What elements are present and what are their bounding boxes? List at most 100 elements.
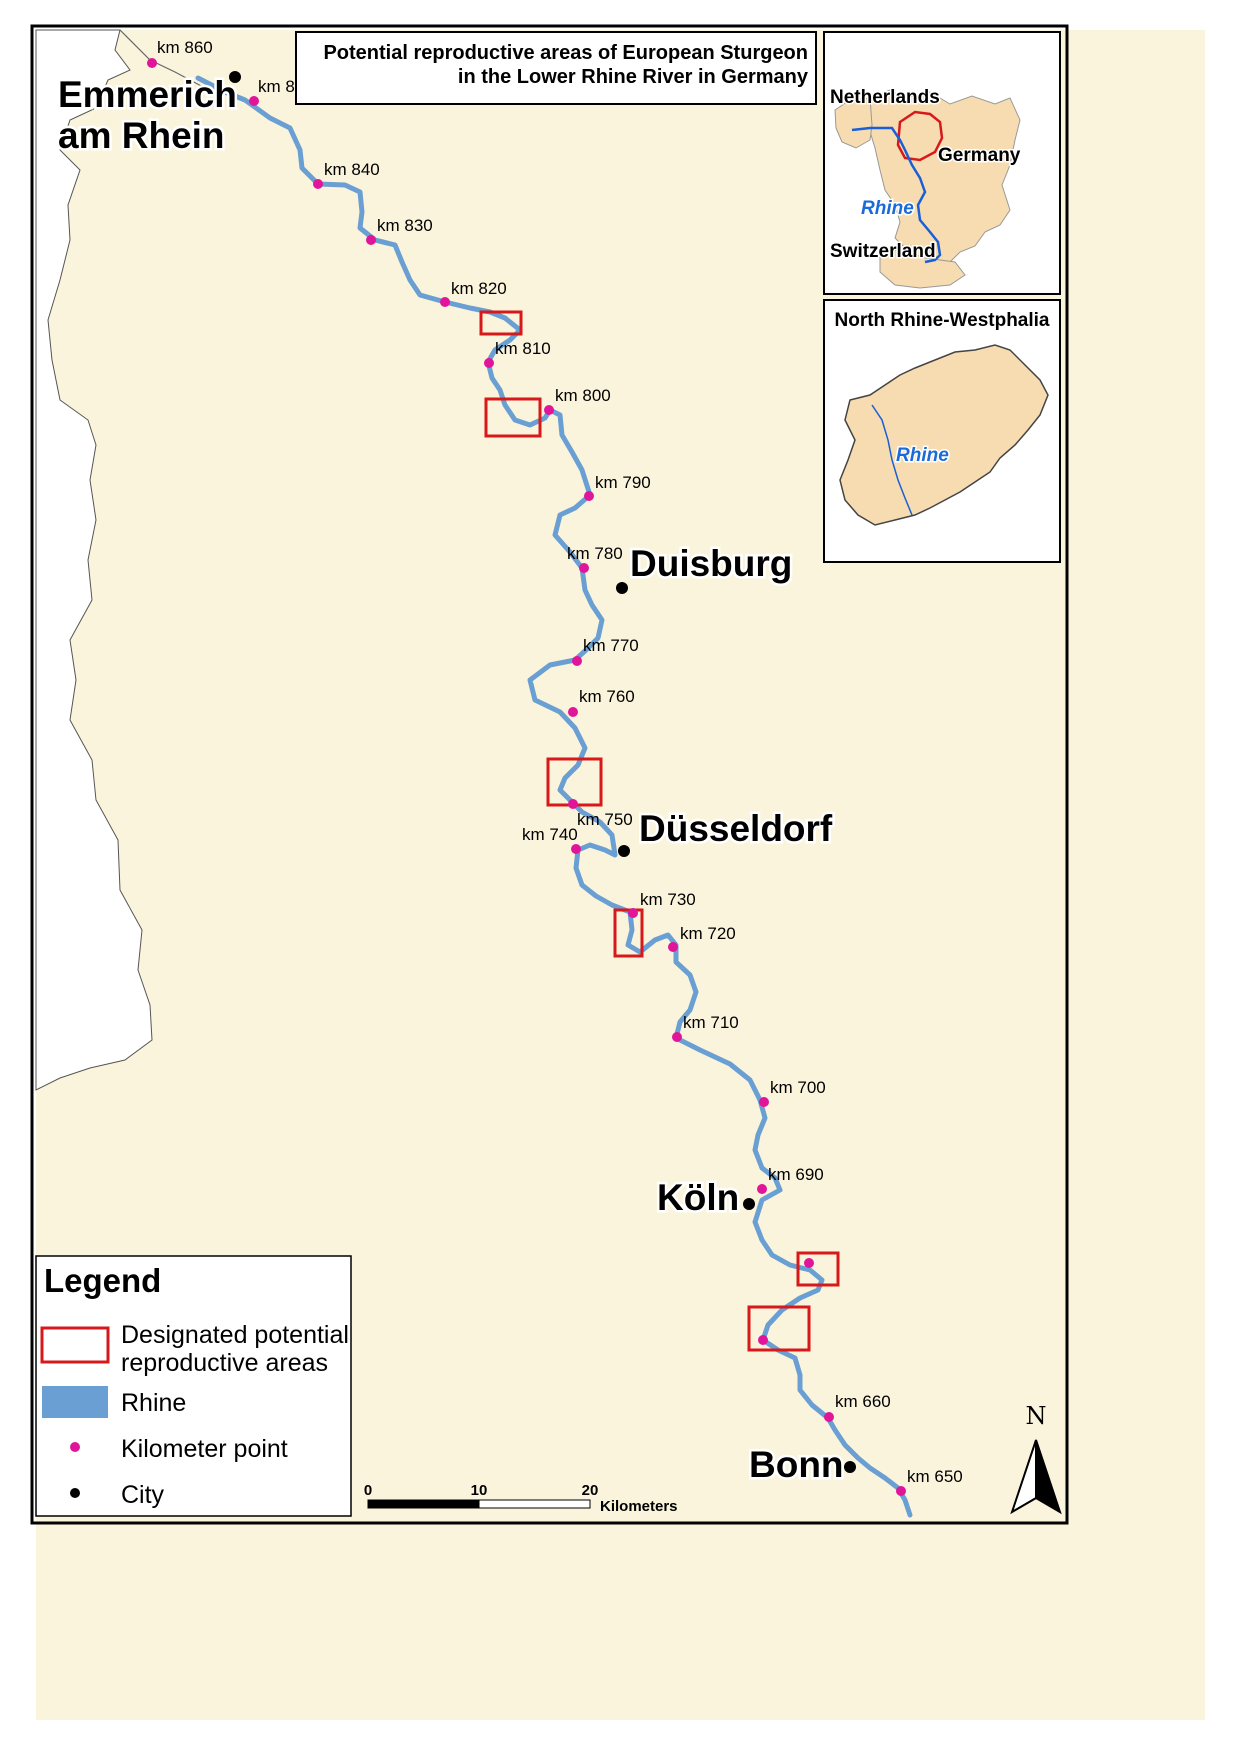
km-point: [579, 563, 589, 573]
km-point: [313, 179, 323, 189]
km-label-840: km 840: [324, 160, 380, 179]
city-dot-koeln: [743, 1198, 755, 1210]
km-label-780: km 780: [567, 544, 623, 563]
city-dot-bonn: [844, 1461, 856, 1473]
scale-tick-20: 20: [582, 1482, 599, 1499]
legend-symbol-rhine: [42, 1386, 108, 1418]
city-dot-duisburg: [616, 582, 628, 594]
rhine-stroke: [195, 75, 913, 1518]
cities: Emmerich am Rhein Duisburg Düsseldorf Kö…: [56, 71, 856, 1488]
km-point: [568, 707, 578, 717]
legend-symbol-repro: [40, 1326, 110, 1364]
km-point: [571, 844, 581, 854]
legend-label-repro-line2: reproductive areas: [121, 1349, 328, 1377]
km-label-860: km 860: [157, 38, 213, 57]
inset-germany: Netherlands Germany Rhine Switzerland: [823, 31, 1061, 295]
km-labels: km 860 km 8 km 840 km 830 km 820 km 810 …: [157, 38, 963, 1486]
label-germany: Germany: [938, 145, 1021, 166]
map-frame: [30, 24, 1069, 1525]
legend-label-rhine: Rhine: [121, 1389, 186, 1417]
km-label-850: km 8: [258, 77, 295, 96]
city-label-emmerich-line2: am Rhein: [58, 115, 225, 156]
km-point: [896, 1486, 906, 1496]
inset-nrw: North Rhine-Westphalia Rhine: [823, 299, 1061, 563]
legend-title: Legend: [44, 1262, 161, 1299]
scale-bar: 0 10 20 Kilometers: [364, 1482, 678, 1515]
rhine-inset-nrw: [871, 404, 913, 516]
km-label-730: km 730: [640, 890, 696, 909]
km-point: [584, 491, 594, 501]
scale-tick-10: 10: [471, 1482, 488, 1499]
label-netherlands: Netherlands: [830, 87, 940, 108]
km-label-810: km 810: [495, 339, 551, 358]
legend-label-repro: Designated potential: [121, 1321, 349, 1349]
repro-area-6: [747, 1305, 811, 1352]
km-point: [628, 908, 638, 918]
legend: Legend Designated potential reproductive…: [35, 1255, 352, 1517]
city-dot-emmerich: [229, 71, 241, 83]
city-label-emmerich: Emmerich: [58, 74, 237, 115]
km-point: [249, 96, 259, 106]
map-title-box: Potential reproductive areas of European…: [295, 31, 817, 105]
km-point: [824, 1412, 834, 1422]
city-label-duesseldorf: Düsseldorf: [639, 808, 833, 849]
km-label-820: km 820: [451, 279, 507, 298]
km-point: [804, 1258, 814, 1268]
km-label-700: km 700: [770, 1078, 826, 1097]
repro-area-2: [484, 397, 542, 438]
switzerland-outline: [879, 249, 966, 289]
north-label: N: [1026, 1402, 1047, 1430]
nrw-outline: [839, 344, 1049, 526]
km-label-830: km 830: [377, 216, 433, 235]
legend-symbol-city: [70, 1488, 80, 1498]
rhine-inset-germany: [851, 126, 942, 264]
km-point: [544, 405, 554, 415]
km-point: [440, 297, 450, 307]
km-point: [672, 1032, 682, 1042]
legend-symbol-km: [70, 1442, 80, 1452]
city-label-koeln: Köln: [657, 1177, 739, 1218]
km-point: [757, 1184, 767, 1194]
scale-unit: Kilometers: [600, 1498, 678, 1515]
label-rhine-inset: Rhine: [861, 198, 914, 219]
repro-area-1: [479, 310, 523, 336]
legend-label-city: City: [121, 1481, 165, 1509]
border-line: [119, 29, 239, 99]
netherlands-area: [35, 29, 153, 1091]
city-dot-duesseldorf: [618, 845, 630, 857]
scale-tick-0: 0: [364, 1482, 372, 1499]
km-label-740: km 740: [522, 825, 578, 844]
city-label-bonn: Bonn: [749, 1444, 844, 1485]
km-label-720: km 720: [680, 924, 736, 943]
map-title-line2: in the Lower Rhine River in Germany: [458, 66, 809, 88]
repro-area-4: [613, 908, 644, 958]
netherlands-outline: [834, 97, 873, 149]
germany-outline: [867, 89, 1021, 267]
map-title-line1: Potential reproductive areas of European…: [323, 42, 808, 64]
km-label-650: km 650: [907, 1467, 963, 1486]
km-label-690: km 690: [768, 1165, 824, 1184]
km-label-770: km 770: [583, 636, 639, 655]
city-label-duisburg: Duisburg: [630, 543, 792, 584]
north-arrow-icon: N: [1010, 1402, 1062, 1515]
km-point: [147, 58, 157, 68]
km-label-760: km 760: [579, 687, 635, 706]
nrw-inset-title: North Rhine-Westphalia: [835, 310, 1050, 331]
km-label-710: km 710: [683, 1013, 739, 1032]
km-points: [147, 58, 906, 1496]
km-label-790: km 790: [595, 473, 651, 492]
km-label-660: km 660: [835, 1392, 891, 1411]
km-point: [668, 942, 678, 952]
km-point: [759, 1097, 769, 1107]
label-rhine-nrw: Rhine: [896, 445, 949, 466]
km-label-800: km 800: [555, 386, 611, 405]
km-point: [484, 358, 494, 368]
legend-label-km: Kilometer point: [121, 1435, 288, 1463]
km-point: [758, 1335, 768, 1345]
km-label-750: km 750: [577, 810, 633, 829]
km-point: [568, 799, 578, 809]
repro-area-5: [796, 1251, 840, 1287]
label-switzerland: Switzerland: [830, 241, 936, 262]
nrw-outline-inset: [896, 110, 944, 162]
